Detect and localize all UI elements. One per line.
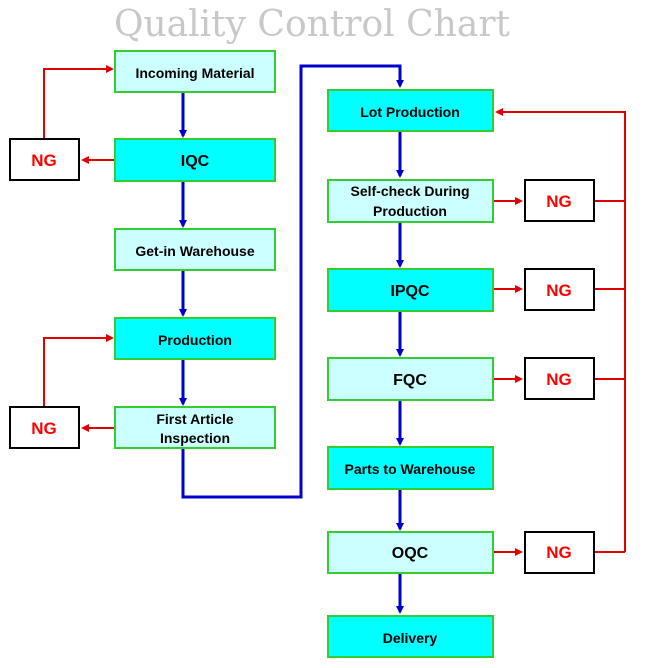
step-delivery-label: Delivery bbox=[383, 630, 438, 646]
step-get-in-warehouse-label: Get-in Warehouse bbox=[135, 243, 254, 259]
step-iqc: IQC bbox=[114, 138, 276, 182]
step-lot-production: Lot Production bbox=[327, 89, 494, 132]
arrow-ng-return-to-incoming bbox=[43, 65, 114, 139]
flow-arrows bbox=[179, 64, 404, 614]
ng-label: NG bbox=[546, 192, 572, 211]
ng-label: NG bbox=[546, 543, 572, 562]
step-production: Production bbox=[114, 317, 276, 360]
ng-box-ipqc: NG bbox=[524, 268, 595, 311]
step-oqc-label: OQC bbox=[392, 545, 429, 562]
step-iqc-label: IQC bbox=[181, 153, 210, 170]
step-self-check-label-line2: Production bbox=[373, 203, 447, 219]
ng-label: NG bbox=[31, 151, 57, 170]
step-fqc: FQC bbox=[327, 357, 494, 401]
step-lot-production-label: Lot Production bbox=[360, 104, 460, 120]
step-get-in-warehouse: Get-in Warehouse bbox=[114, 228, 276, 271]
step-ipqc: IPQC bbox=[327, 268, 494, 312]
step-first-article-label-line2: Inspection bbox=[160, 430, 230, 446]
step-delivery: Delivery bbox=[327, 615, 494, 658]
reject-arrows bbox=[43, 65, 626, 556]
ng-box-fqc: NG bbox=[524, 357, 595, 400]
step-parts-to-warehouse-label: Parts to Warehouse bbox=[345, 461, 476, 477]
step-first-article-label-line1: First Article bbox=[156, 411, 233, 427]
step-self-check: Self-check During Production bbox=[327, 179, 494, 223]
step-incoming-material: Incoming Material bbox=[114, 50, 276, 93]
step-first-article-inspection: First Article Inspection bbox=[114, 406, 276, 449]
chart-title: Quality Control Chart bbox=[114, 4, 511, 45]
step-parts-to-warehouse: Parts to Warehouse bbox=[327, 446, 494, 490]
ng-label: NG bbox=[546, 281, 572, 300]
arrow-ng-return-to-production bbox=[43, 334, 114, 407]
ng-box-iqc: NG bbox=[9, 138, 80, 181]
ng-box-oqc: NG bbox=[524, 531, 595, 574]
step-production-label: Production bbox=[158, 332, 232, 348]
ng-box-self-check: NG bbox=[524, 179, 595, 222]
step-incoming-material-label: Incoming Material bbox=[135, 65, 254, 81]
ng-label: NG bbox=[31, 419, 57, 438]
arrow-ng-return-to-lot-production bbox=[495, 108, 626, 552]
step-fqc-label: FQC bbox=[393, 372, 427, 389]
step-oqc: OQC bbox=[327, 531, 494, 574]
arrow-first-article-to-lot-production bbox=[181, 64, 404, 499]
step-self-check-label-line1: Self-check During bbox=[350, 183, 469, 199]
ng-label: NG bbox=[546, 370, 572, 389]
ng-box-first-article: NG bbox=[9, 406, 80, 449]
step-ipqc-label: IPQC bbox=[390, 283, 430, 300]
